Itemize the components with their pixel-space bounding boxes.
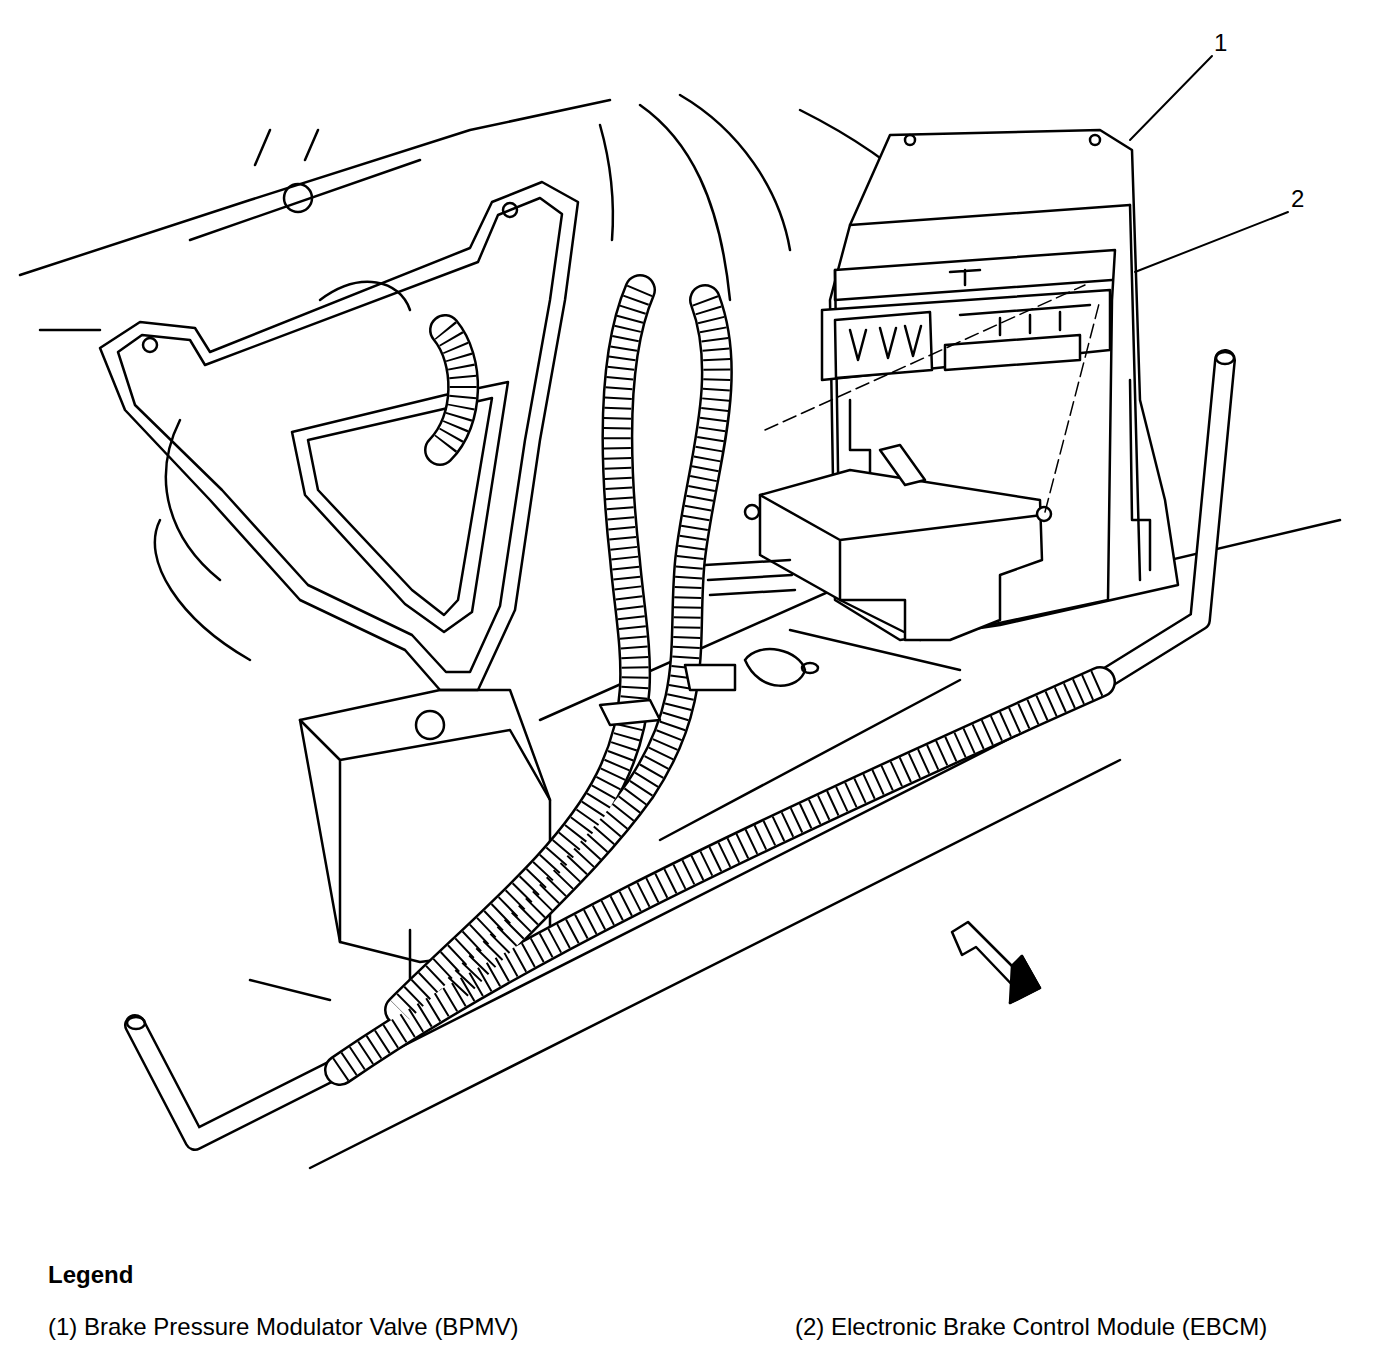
legend-entry: (2) Electronic Brake Control Module (EBC… (795, 1314, 1267, 1340)
mounting-stud (745, 649, 805, 686)
legend-text: (1) Brake Pressure Modulator Valve (BPMV… (48, 1313, 518, 1340)
body-panel (20, 95, 1340, 1168)
callout-number: 1 (1214, 30, 1227, 56)
harness-connector (705, 285, 1100, 640)
callout-number: 2 (1291, 186, 1304, 212)
mounting-hole (802, 663, 818, 673)
mounting-bracket (100, 182, 578, 990)
leader-line (1130, 56, 1212, 140)
legend-entry: (1) Brake Pressure Modulator Valve (BPMV… (48, 1314, 518, 1340)
direction-arrow-head (1010, 956, 1040, 1003)
legend-heading: Legend (48, 1262, 133, 1288)
legend-text: (2) Electronic Brake Control Module (EBC… (795, 1313, 1267, 1340)
direction-arrow (952, 922, 1040, 1003)
leader-line (1135, 212, 1288, 272)
